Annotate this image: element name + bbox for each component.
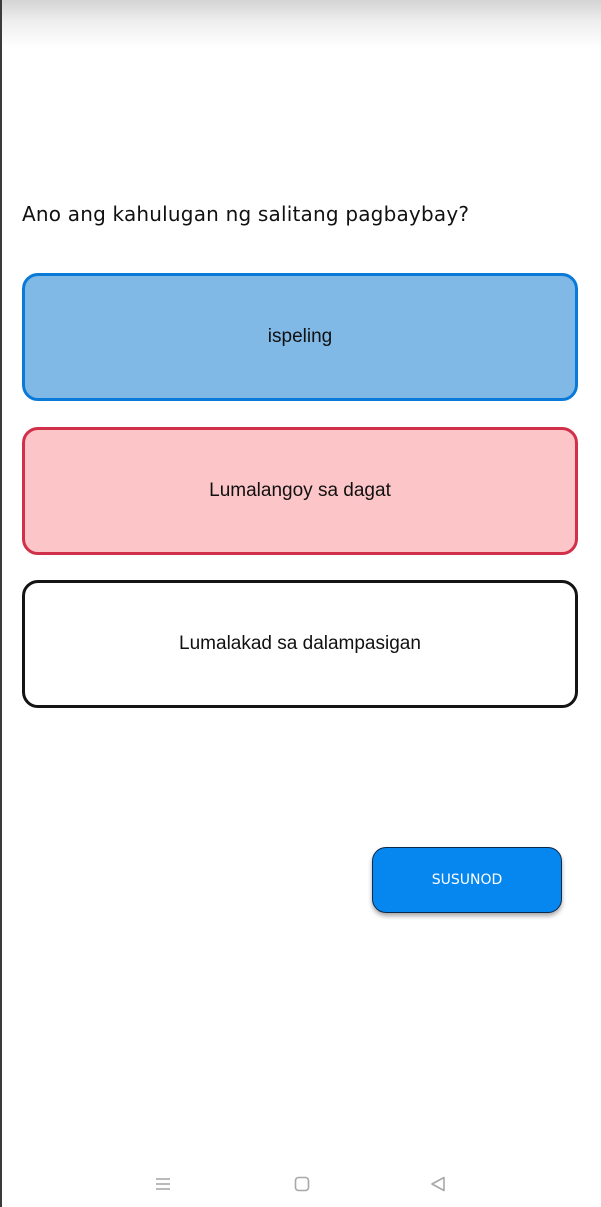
question-text: Ano ang kahulugan ng salitang pagbaybay?	[22, 202, 470, 226]
home-icon[interactable]	[288, 1170, 316, 1198]
back-icon[interactable]	[424, 1170, 452, 1198]
choice-option-3[interactable]: Lumalakad sa dalampasigan	[22, 580, 578, 708]
status-bar-shade	[2, 0, 601, 48]
choice-label: Lumalakad sa dalampasigan	[179, 633, 421, 654]
next-button[interactable]: SUSUNOD	[372, 847, 562, 913]
choice-label: ispeling	[267, 326, 333, 347]
screen-edge	[0, 0, 2, 1207]
menu-icon[interactable]	[149, 1170, 177, 1198]
choice-label: Lumalangoy sa dagat	[209, 480, 391, 501]
system-navigation-bar	[0, 1160, 601, 1207]
choice-option-2[interactable]: Lumalangoy sa dagat	[22, 427, 578, 555]
choice-option-1[interactable]: ispeling	[22, 273, 578, 401]
next-button-label: SUSUNOD	[431, 872, 503, 888]
